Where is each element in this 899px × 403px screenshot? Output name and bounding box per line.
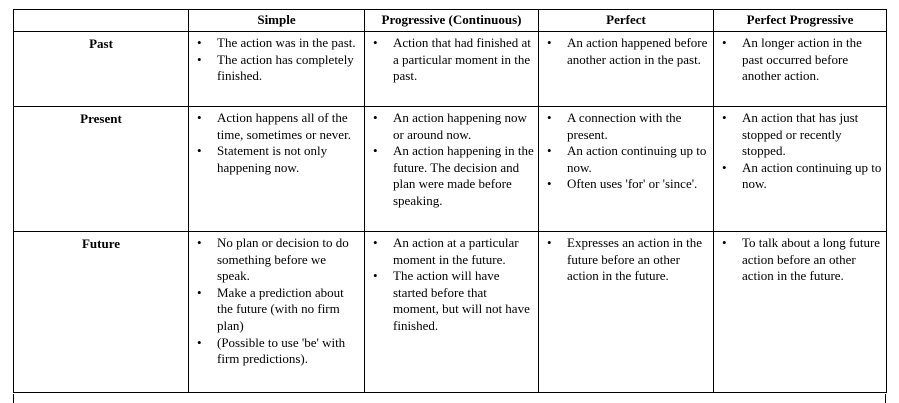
header-perfect: Perfect: [538, 9, 714, 32]
bullet-list: Action happens all of the time, sometime…: [189, 107, 364, 178]
row-label-present: Present: [13, 106, 189, 232]
list-item: An longer action in the past occurred be…: [722, 35, 882, 85]
cell-future-progressive: An action at a particular moment in the …: [364, 231, 539, 393]
header-progressive: Progressive (Continuous): [364, 9, 539, 32]
cell-past-perfect-progressive: An longer action in the past occurred be…: [713, 31, 887, 107]
cell-past-perfect: An action happened before another action…: [538, 31, 714, 107]
cell-past-simple: The action was in the past. The action h…: [188, 31, 365, 107]
table-row-present: Present Action happens all of the time, …: [13, 106, 887, 232]
bullet-list: An action happened before another action…: [539, 32, 713, 70]
cell-present-perfect: A connection with the present. An action…: [538, 106, 714, 232]
bullet-list: To talk about a long future action befor…: [714, 232, 886, 287]
list-item: An action happened before another action…: [547, 35, 709, 68]
list-item: The action will have started before that…: [373, 268, 534, 334]
cell-future-simple: No plan or decision to do something befo…: [188, 231, 365, 393]
cell-present-progressive: An action happening now or around now. A…: [364, 106, 539, 232]
cell-present-simple: Action happens all of the time, sometime…: [188, 106, 365, 232]
table-continuation: [13, 394, 886, 403]
table-row-past: Past The action was in the past. The act…: [13, 31, 887, 107]
cell-future-perfect-progressive: To talk about a long future action befor…: [713, 231, 887, 393]
list-item: An action continuing up to now.: [722, 160, 882, 193]
list-item: An action happening in the future. The d…: [373, 143, 534, 209]
list-item: An action that has just stopped or recen…: [722, 110, 882, 160]
list-item: The action has completely finished.: [197, 52, 360, 85]
list-item: (Possible to use 'be' with firm predicti…: [197, 335, 360, 368]
table-row-future: Future No plan or decision to do somethi…: [13, 231, 887, 393]
tenses-document: Simple Progressive (Continuous) Perfect …: [13, 9, 887, 403]
cell-future-perfect: Expresses an action in the future before…: [538, 231, 714, 393]
header-perfect-progressive: Perfect Progressive: [713, 9, 887, 32]
header-row: Simple Progressive (Continuous) Perfect …: [13, 9, 887, 32]
tenses-table: Simple Progressive (Continuous) Perfect …: [13, 9, 887, 393]
list-item: Make a prediction about the future (with…: [197, 285, 360, 335]
list-item: Expresses an action in the future before…: [547, 235, 709, 285]
header-simple: Simple: [188, 9, 365, 32]
bullet-list: Expresses an action in the future before…: [539, 232, 713, 287]
row-label-future: Future: [13, 231, 189, 393]
bullet-list: An action happening now or around now. A…: [365, 107, 538, 212]
header-corner: [13, 9, 189, 32]
list-item: To talk about a long future action befor…: [722, 235, 882, 285]
row-label-past: Past: [13, 31, 189, 107]
list-item: Statement is not only happening now.: [197, 143, 360, 176]
bullet-list: A connection with the present. An action…: [539, 107, 713, 195]
bullet-list: An action at a particular moment in the …: [365, 232, 538, 337]
cell-past-progressive: Action that had finished at a particular…: [364, 31, 539, 107]
bullet-list: No plan or decision to do something befo…: [189, 232, 364, 370]
bullet-list: Action that had finished at a particular…: [365, 32, 538, 87]
list-item: A connection with the present.: [547, 110, 709, 143]
list-item: An action happening now or around now.: [373, 110, 534, 143]
list-item: An action continuing up to now.: [547, 143, 709, 176]
cell-present-perfect-progressive: An action that has just stopped or recen…: [713, 106, 887, 232]
list-item: An action at a particular moment in the …: [373, 235, 534, 268]
list-item: No plan or decision to do something befo…: [197, 235, 360, 285]
list-item: Often uses 'for' or 'since'.: [547, 176, 709, 193]
bullet-list: The action was in the past. The action h…: [189, 32, 364, 87]
list-item: The action was in the past.: [197, 35, 360, 52]
list-item: Action that had finished at a particular…: [373, 35, 534, 85]
bullet-list: An longer action in the past occurred be…: [714, 32, 886, 87]
list-item: Action happens all of the time, sometime…: [197, 110, 360, 143]
bullet-list: An action that has just stopped or recen…: [714, 107, 886, 195]
